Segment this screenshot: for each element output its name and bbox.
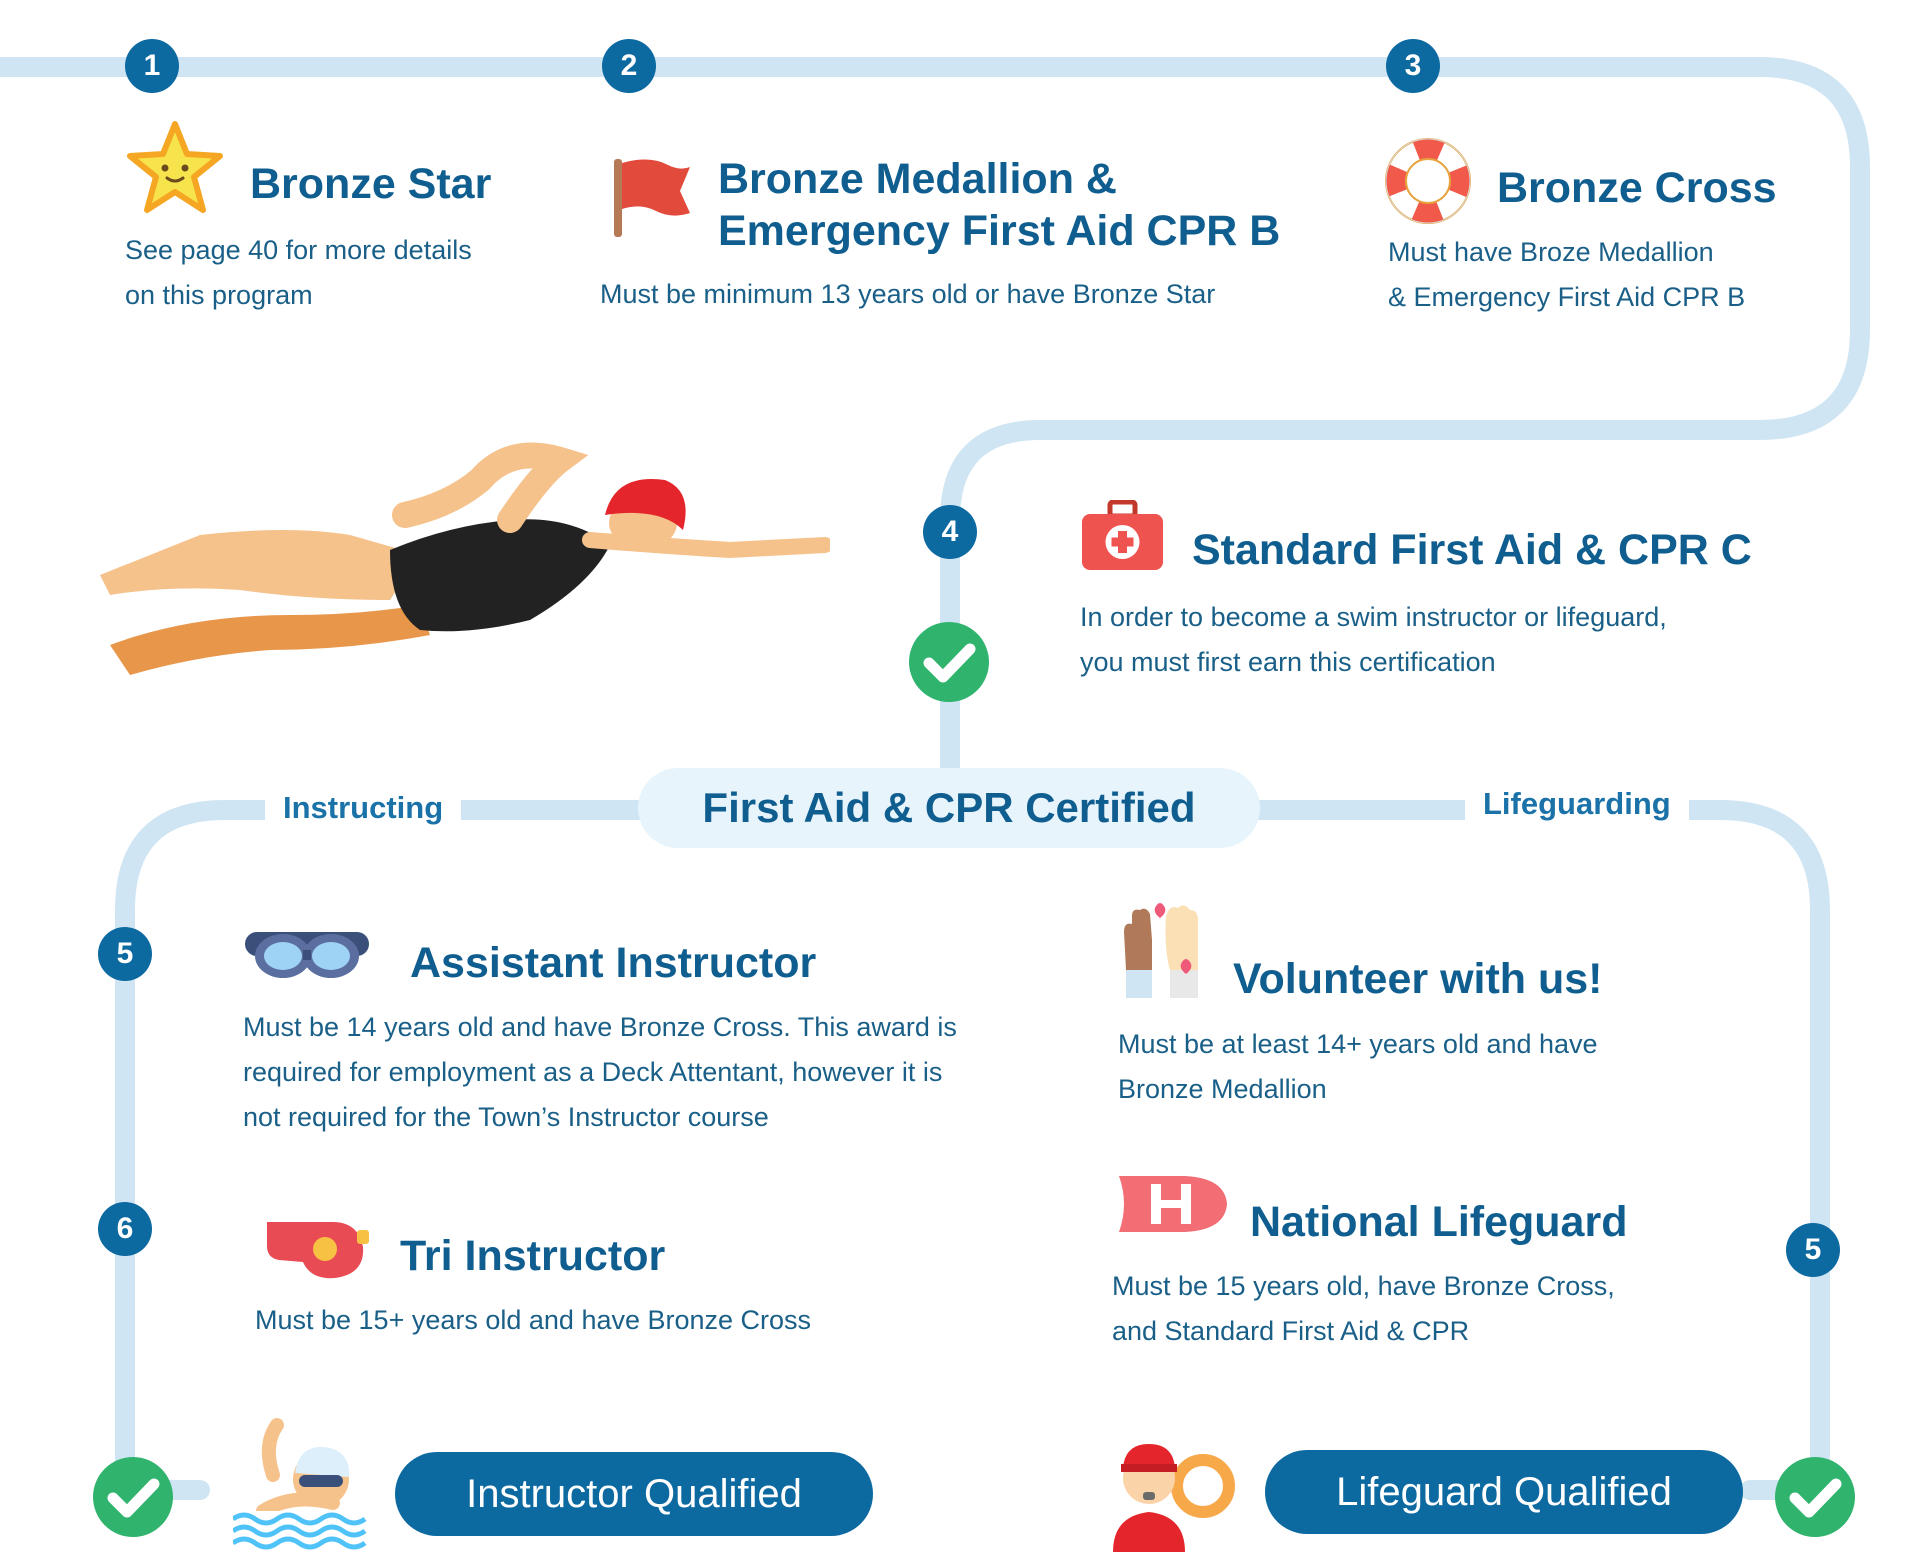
- step-title-tri-instructor: Tri Instructor: [400, 1232, 666, 1280]
- desc-line: Must be 14 years old and have Bronze Cro…: [243, 1012, 957, 1042]
- branch-label-instructing: Instructing: [265, 788, 462, 828]
- step-title-national-lifeguard: National Lifeguard: [1250, 1198, 1628, 1246]
- star-icon: [127, 121, 223, 213]
- branch-label-lifeguarding: Lifeguarding: [1465, 784, 1689, 824]
- desc-line: and Standard First Aid & CPR: [1112, 1316, 1470, 1346]
- step-title-bronze-star: Bronze Star: [250, 160, 492, 208]
- desc-line: Bronze Medallion: [1118, 1074, 1327, 1104]
- step-desc-standard-first-aid: In order to become a swim instructor or …: [1080, 595, 1667, 685]
- instructor-qualified-badge: Instructor Qualified: [395, 1452, 873, 1536]
- lifebuoy-icon: [1385, 138, 1471, 224]
- checkmark-icon: [93, 1457, 173, 1537]
- step-desc-national-lifeguard: Must be 15 years old, have Bronze Cross,…: [1112, 1264, 1615, 1354]
- certified-badge: First Aid & CPR Certified: [638, 768, 1260, 848]
- step-title-standard-first-aid: Standard First Aid & CPR C: [1192, 526, 1752, 574]
- flag-icon: [614, 159, 690, 237]
- step-desc-volunteer: Must be at least 14+ years old and have …: [1118, 1022, 1598, 1112]
- step-desc-bronze-cross: Must have Broze Medallion & Emergency Fi…: [1388, 230, 1745, 320]
- desc-line: not required for the Town’s Instructor c…: [243, 1102, 769, 1132]
- desc-line: Must have Broze Medallion: [1388, 237, 1714, 267]
- goggles-icon: [245, 932, 369, 978]
- desc-line: In order to become a swim instructor or …: [1080, 602, 1667, 632]
- swimming-instructor-icon: [233, 1418, 367, 1550]
- step-title-volunteer: Volunteer with us!: [1233, 955, 1603, 1003]
- lifeguard-qualified-badge: Lifeguard Qualified: [1265, 1450, 1743, 1534]
- first-aid-kit-icon: [1082, 500, 1163, 570]
- whistle-icon: [267, 1222, 369, 1279]
- step-number-5-instructor: 5: [98, 927, 152, 981]
- desc-line: & Emergency First Aid CPR B: [1388, 282, 1746, 312]
- checkmark-icon: [1775, 1457, 1855, 1537]
- title-line: Bronze Medallion &: [718, 155, 1117, 203]
- title-line: Emergency First Aid CPR B: [718, 207, 1281, 255]
- path-instructing-branch: [115, 800, 770, 1500]
- rescue-board-icon: [1119, 1176, 1227, 1232]
- step-title-assistant-instructor: Assistant Instructor: [410, 939, 817, 987]
- path-lifeguarding-branch: [1150, 800, 1830, 1500]
- step-number-6: 6: [98, 1202, 152, 1256]
- step-desc-bronze-medallion: Must be minimum 13 years old or have Bro…: [600, 279, 1216, 309]
- desc-line: required for employment as a Deck Attent…: [243, 1057, 943, 1087]
- step-desc-bronze-star: See page 40 for more details on this pro…: [125, 228, 472, 318]
- swimmer-illustration: [100, 442, 830, 675]
- desc-line: See page 40 for more details: [125, 235, 472, 265]
- step-number-3: 3: [1386, 39, 1440, 93]
- step-title-bronze-cross: Bronze Cross: [1497, 164, 1777, 212]
- step-desc-assistant-instructor: Must be 14 years old and have Bronze Cro…: [243, 1005, 957, 1140]
- step-number-5-lifeguard: 5: [1786, 1223, 1840, 1277]
- desc-line: on this program: [125, 280, 313, 310]
- desc-line: Must be at least 14+ years old and have: [1118, 1029, 1598, 1059]
- path-top-row: [0, 57, 1870, 810]
- desc-line: you must first earn this certification: [1080, 647, 1496, 677]
- step-number-1: 1: [125, 39, 179, 93]
- checkmark-icon: [909, 622, 989, 702]
- raised-hands-icon: [1124, 903, 1198, 998]
- step-number-2: 2: [602, 39, 656, 93]
- lifeguard-icon: [1113, 1444, 1235, 1552]
- step-title-bronze-medallion: Bronze Medallion & Emergency First Aid C…: [718, 153, 1280, 257]
- step-number-4: 4: [923, 505, 977, 559]
- desc-line: Must be 15 years old, have Bronze Cross,: [1112, 1271, 1615, 1301]
- step-desc-tri-instructor: Must be 15+ years old and have Bronze Cr…: [255, 1305, 812, 1335]
